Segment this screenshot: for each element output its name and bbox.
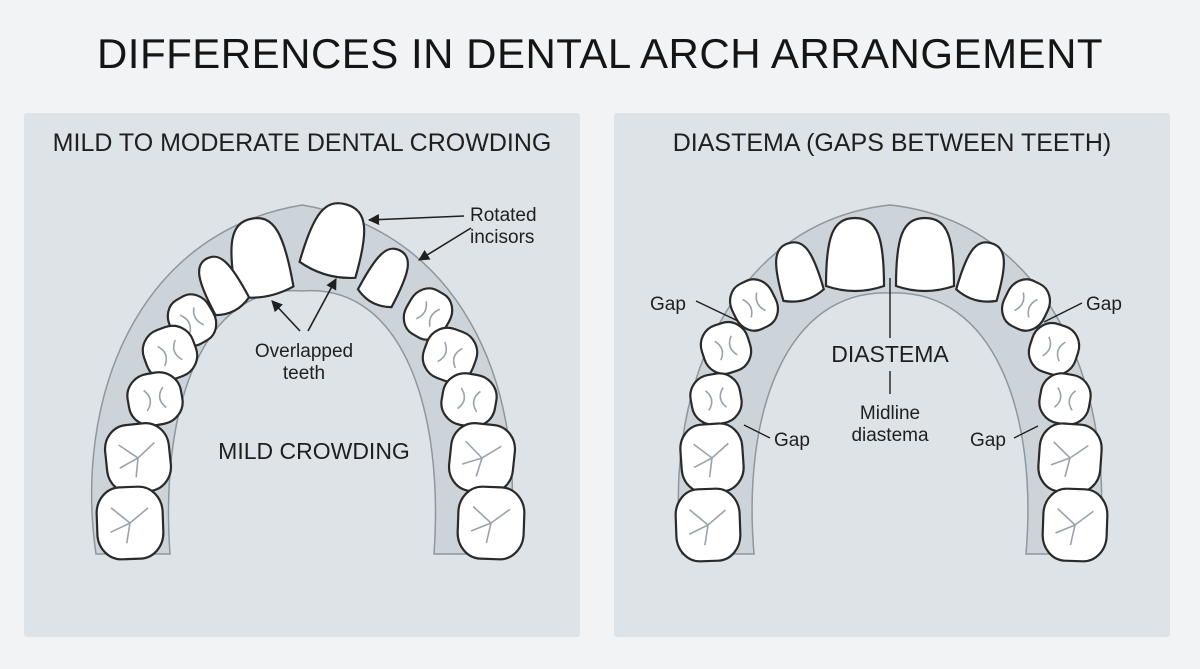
diastema-teeth (674, 216, 1109, 563)
molar-left-2 (95, 485, 165, 561)
rotated-incisor-right (298, 202, 366, 279)
molar-left-1 (679, 422, 745, 494)
molar-right-2 (456, 485, 526, 561)
premolar-right-1 (1027, 321, 1081, 377)
diastema-center-label: DIASTEMA (831, 341, 949, 367)
central-incisor-right (894, 216, 956, 293)
gap-label-upper-left: Gap (650, 294, 686, 315)
premolar-left-2 (126, 371, 184, 427)
central-incisor-left (824, 216, 886, 293)
gap-leader-lower-left (743, 424, 771, 439)
molar-right-2 (1041, 487, 1109, 563)
molar-right-1 (1037, 422, 1103, 494)
crowding-panel: MILD TO MODERATE DENTAL CROWDING Rotated… (24, 113, 580, 637)
gap-label-lower-left: Gap (774, 430, 810, 451)
canine-right (402, 287, 454, 341)
gap-label-lower-right: Gap (970, 430, 1006, 451)
canine-right (1000, 278, 1052, 332)
premolar-right-2 (440, 372, 498, 428)
gap-leader-upper-left (695, 300, 739, 322)
molar-right-1 (447, 422, 517, 494)
rotated-incisor-arrow-2 (418, 227, 472, 261)
diastema-arch-diagram (674, 204, 1109, 563)
crowding-teeth (95, 202, 526, 561)
molar-left-1 (103, 422, 173, 494)
crowding-panel-title: MILD TO MODERATE DENTAL CROWDING (52, 129, 552, 157)
premolar-right-1 (421, 326, 479, 384)
overlapped-arrow-2 (307, 278, 337, 332)
canine-left (728, 278, 780, 332)
lateral-incisor-right (356, 247, 409, 309)
premolar-left-1 (141, 324, 199, 382)
molar-left-2 (674, 487, 742, 563)
gap-leader-upper-right (1043, 302, 1083, 323)
overlapped-incisor-left (230, 217, 295, 299)
page-title: DIFFERENCES IN DENTAL ARCH ARRANGEMENT (96, 30, 1104, 77)
rotated-incisor-arrow-1 (367, 213, 465, 226)
crowding-center-label: MILD CROWDING (218, 438, 410, 464)
diastema-panel-title: DIASTEMA (GAPS BETWEEN TEETH) (672, 129, 1112, 157)
gap-leader-lower-right (1013, 425, 1039, 439)
diastema-panel: DIASTEMA (GAPS BETWEEN TEETH) Gap Gap Ga… (614, 113, 1170, 637)
lateral-incisor-right (954, 241, 1005, 303)
overlapped-arrow-1 (271, 300, 301, 332)
premolar-left-1 (699, 320, 753, 376)
gap-label-upper-right: Gap (1086, 294, 1122, 315)
lateral-incisor-left (198, 255, 251, 317)
crowding-arch-diagram (90, 202, 526, 561)
lateral-incisor-left (775, 241, 826, 303)
